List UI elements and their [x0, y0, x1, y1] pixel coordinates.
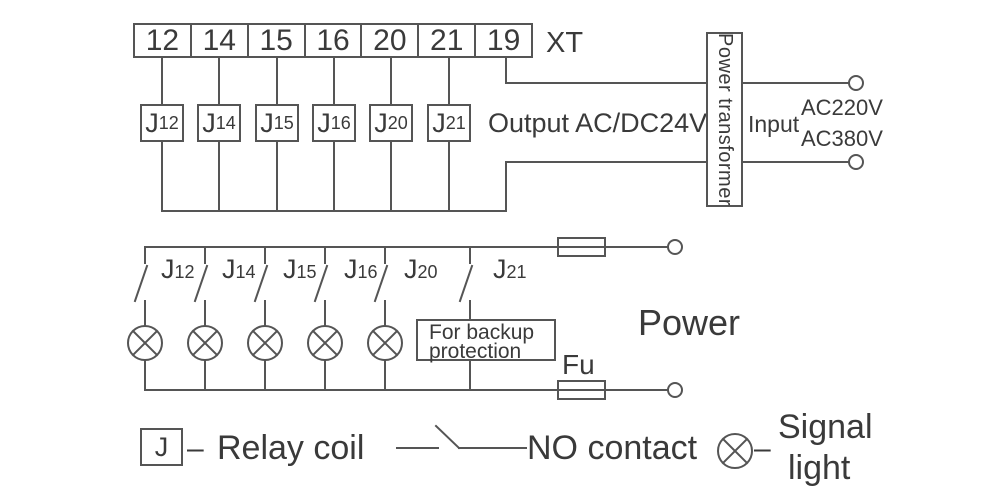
coil-letter: J: [145, 107, 159, 138]
signal-light-icon: [247, 325, 283, 361]
power-terminal-circle: [667, 382, 683, 398]
transformer-input-wires: [742, 75, 864, 170]
no-contact-symbol: [313, 264, 329, 303]
terminal-block-label: XT: [546, 27, 584, 59]
no-contact-symbol: [373, 264, 389, 303]
contact-letter: J: [161, 254, 175, 284]
contact-letter: J: [222, 254, 236, 284]
legend-dash: –: [754, 432, 771, 465]
coil-letter: J: [260, 107, 274, 138]
contact-number: 20: [417, 262, 438, 282]
contact-number: 14: [235, 262, 256, 282]
terminal-block-xt: 12 14 15 16 20 21 19: [133, 23, 533, 58]
coil-letter: J: [432, 107, 446, 138]
signal-light-icon: [187, 325, 223, 361]
power-label: Power: [638, 302, 741, 343]
legend-contact-label: NO contact: [527, 429, 698, 467]
legend-coil-letter: J: [154, 431, 169, 462]
contact-letter: J: [344, 254, 358, 284]
signal-light-icon: [127, 325, 163, 361]
legend-light-label-line1: Signal: [778, 408, 873, 446]
input-voltage-ac380v: AC380V: [801, 126, 883, 151]
coil-to-bus-wires: [161, 141, 507, 212]
legend-coil-label: Relay coil: [217, 429, 365, 467]
coil-number: 14: [215, 112, 236, 133]
contact-letter: J: [493, 254, 507, 284]
fuse-symbol: [557, 380, 606, 400]
fuse-label: Fu: [562, 349, 595, 380]
signal-light-icon: [307, 325, 343, 361]
legend-dash: –: [187, 432, 204, 465]
coil-letter: J: [317, 107, 331, 138]
contact-letter: J: [283, 254, 297, 284]
backup-note-line1: For backup: [429, 321, 535, 344]
contact-branch-j14: [187, 246, 223, 391]
signal-light-icon: [367, 325, 403, 361]
terminal-16: 16: [303, 25, 361, 56]
contact-number: 15: [296, 262, 317, 282]
contact-branch-j16: [307, 246, 343, 391]
transformer-output-wires: [505, 57, 707, 163]
terminal-19: 19: [474, 25, 531, 56]
no-contact-symbol: [133, 264, 149, 303]
contact-branch-j12: [127, 246, 163, 391]
lower-top-bus: [144, 237, 683, 257]
coil-number: 21: [445, 112, 466, 133]
terminal-14: 14: [189, 25, 247, 56]
input-terminal-circle: [848, 75, 864, 91]
contact-branch-j15: [247, 246, 283, 391]
fuse-symbol: [557, 237, 606, 257]
contact-branch-j20: [367, 246, 403, 391]
contact-label-j15: J15: [283, 254, 317, 285]
contact-label-j16: J16: [344, 254, 378, 285]
contact-label-j20: J20: [404, 254, 438, 285]
contact-label-j14: J14: [222, 254, 256, 285]
backup-protection-note: For backup protection: [416, 319, 556, 363]
legend-signal-light-icon: [717, 433, 753, 469]
legend-light-label-line2: light: [788, 449, 851, 487]
no-contact-symbol: [253, 264, 269, 303]
terminal-15: 15: [246, 25, 304, 56]
input-label: Input: [748, 111, 800, 137]
contact-number: 12: [174, 262, 195, 282]
coil-letter: J: [374, 107, 388, 138]
legend-no-contact-symbol: [396, 424, 527, 450]
coil-number: 15: [273, 112, 294, 133]
input-terminal-circle: [848, 154, 864, 170]
coil-number: 20: [387, 112, 408, 133]
power-terminal-circle: [667, 239, 683, 255]
contact-label-j12: J12: [161, 254, 195, 285]
terminal-21: 21: [417, 25, 474, 56]
no-contact-symbol: [458, 264, 474, 303]
coil-letter: J: [202, 107, 216, 138]
terminal-20: 20: [360, 25, 417, 56]
terminal-12: 12: [145, 24, 180, 57]
terminal-to-coil-wires: [161, 57, 450, 105]
contact-letter: J: [404, 254, 418, 284]
lower-bottom-bus: [144, 380, 683, 400]
contact-label-j21: J21: [493, 254, 527, 285]
input-voltage-ac220v: AC220V: [801, 95, 883, 120]
power-transformer-label: Power transformer: [714, 33, 736, 206]
output-label: Output AC/DC24V: [488, 108, 708, 138]
contact-number: 16: [357, 262, 378, 282]
coil-number: 16: [330, 112, 351, 133]
no-contact-symbol: [193, 264, 209, 303]
coil-number: 12: [158, 112, 179, 133]
contact-number: 21: [506, 262, 527, 282]
legend-coil-symbol: J: [140, 428, 183, 466]
power-transformer-box: Power transformer: [706, 32, 743, 207]
backup-note-line2: protection: [429, 340, 522, 363]
